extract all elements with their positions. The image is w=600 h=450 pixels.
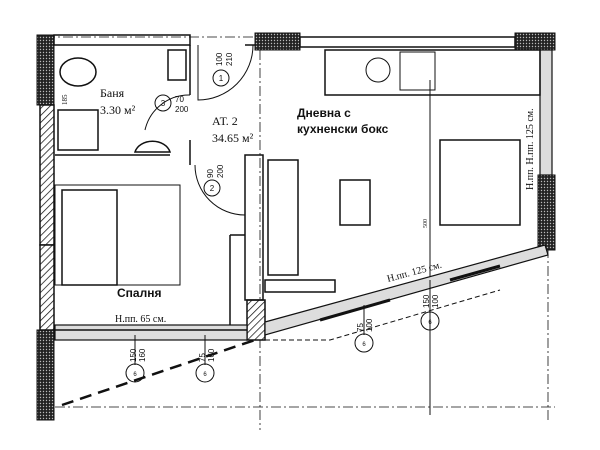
room-labels: Баня 3.30 м² 185 АТ. 2 34.65 м² Дневна с… <box>61 86 429 300</box>
sofa <box>267 159 299 276</box>
svg-text:6: 6 <box>203 372 207 378</box>
living-dim: 500 <box>423 219 429 228</box>
svg-text:150: 150 <box>422 294 431 308</box>
svg-text:200: 200 <box>175 105 189 114</box>
window-tag-3: 6 75 100 <box>354 305 374 353</box>
svg-text:6: 6 <box>362 342 366 348</box>
svg-text:210: 210 <box>225 52 234 66</box>
door-tag-1: 1 100 210 <box>212 52 234 87</box>
svg-text:1: 1 <box>219 74 224 83</box>
svg-text:200: 200 <box>216 164 225 178</box>
svg-text:100: 100 <box>365 318 374 332</box>
sink-icon <box>133 140 172 153</box>
living-label-1: Дневна с <box>297 106 351 120</box>
coffee-table <box>339 179 371 226</box>
svg-text:70: 70 <box>175 95 184 104</box>
svg-text:6: 6 <box>428 320 432 326</box>
bed-icon <box>61 189 118 286</box>
washer-icon <box>167 49 187 81</box>
apartment-area: 34.65 м² <box>212 131 254 145</box>
svg-text:160: 160 <box>138 348 147 362</box>
svg-text:150: 150 <box>129 348 138 362</box>
bathroom-area: 3.30 м² <box>100 103 136 117</box>
door-swings <box>144 44 254 216</box>
door-tag-3: 3 70 200 <box>154 94 189 114</box>
bathroom-name: Баня <box>100 86 125 100</box>
living-sill-right: Н.пп. Н.пп. 125 см. <box>525 108 536 190</box>
shower-icon <box>57 109 99 151</box>
interior-walls <box>54 44 264 325</box>
door-tag-2: 2 90 200 <box>203 164 225 197</box>
bedroom-sill: Н.пп. 65 см. <box>115 314 166 325</box>
walls <box>36 32 556 421</box>
svg-text:100: 100 <box>215 52 224 66</box>
dining-table <box>439 139 521 226</box>
svg-text:3: 3 <box>161 99 166 108</box>
svg-text:75: 75 <box>356 323 365 332</box>
living-label-2: кухненски бокс <box>297 122 389 136</box>
svg-text:90: 90 <box>206 169 215 178</box>
svg-text:2: 2 <box>210 184 215 193</box>
bathroom-dim: 185 <box>61 94 69 105</box>
svg-text:100: 100 <box>431 294 440 308</box>
furniture <box>57 49 541 293</box>
bedroom-name: Спалня <box>117 286 161 300</box>
window-tag-1: 6 150 160 <box>125 335 147 383</box>
kitchen-counter <box>324 49 541 96</box>
apartment-name: АТ. 2 <box>212 114 238 128</box>
property-line <box>61 338 256 407</box>
window-tag-4: 6 150 100 <box>420 280 440 331</box>
toilet-icon <box>59 57 97 87</box>
svg-text:75: 75 <box>198 353 207 362</box>
svg-text:6: 6 <box>133 372 137 378</box>
